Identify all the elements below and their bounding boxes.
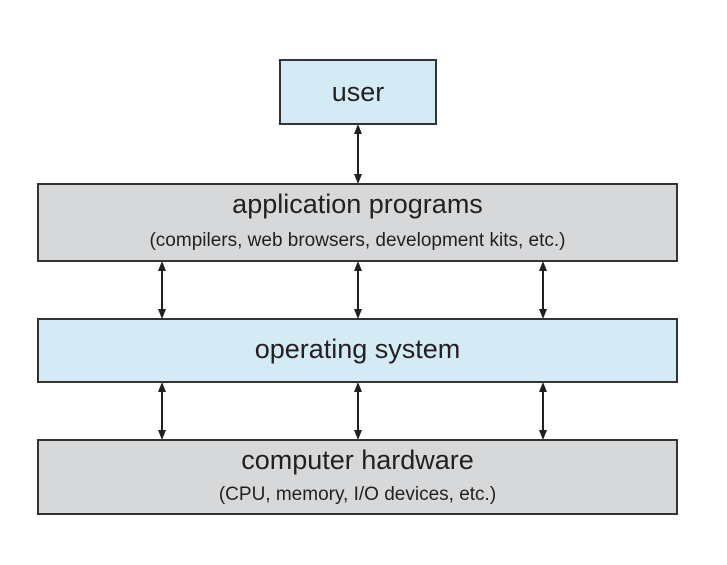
operating-system-box: operating system <box>37 318 678 383</box>
computer-hardware-box: computer hardware (CPU, memory, I/O devi… <box>37 439 678 515</box>
application-programs-label: application programs <box>232 189 483 219</box>
user-box: user <box>279 59 437 125</box>
application-programs-box: application programs (compilers, web bro… <box>37 183 678 262</box>
computer-hardware-sublabel: (CPU, memory, I/O devices, etc.) <box>218 484 497 505</box>
computer-hardware-label: computer hardware <box>241 445 474 475</box>
operating-system-label: operating system <box>254 334 461 364</box>
application-programs-sublabel: (compilers, web browsers, development ki… <box>149 230 566 251</box>
user-label: user <box>331 77 385 107</box>
